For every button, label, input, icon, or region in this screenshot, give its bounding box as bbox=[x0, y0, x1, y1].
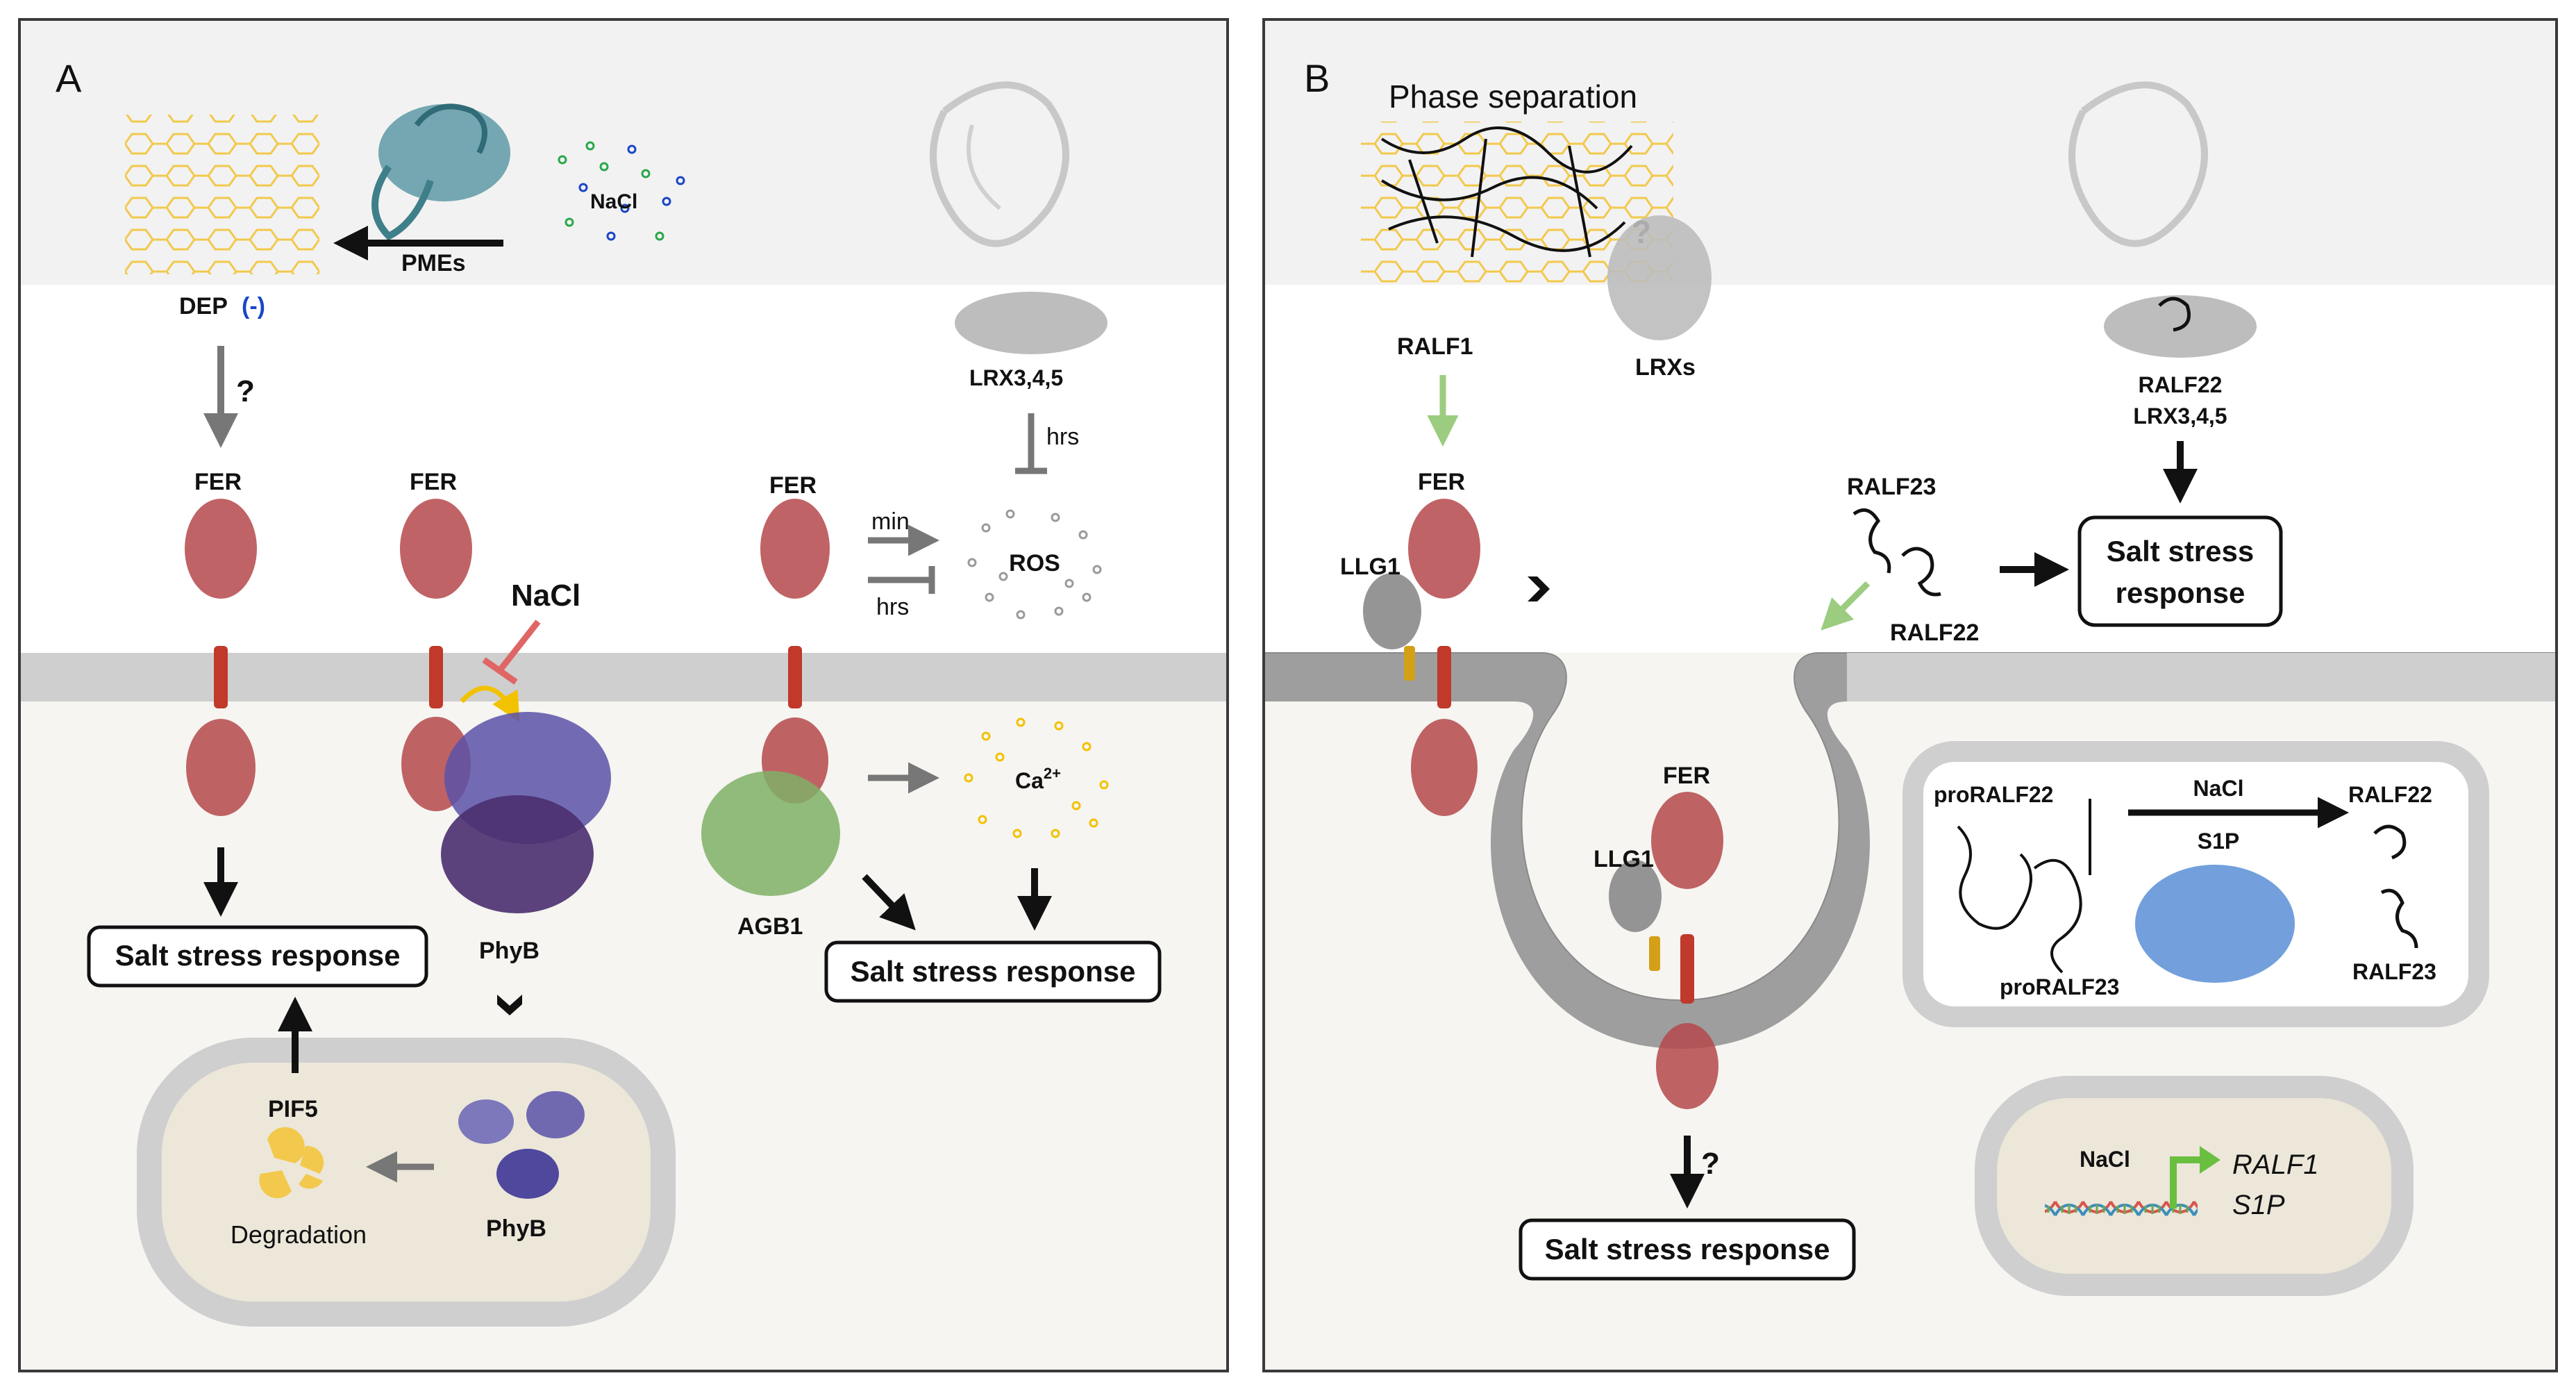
nacl-label: NaCl bbox=[511, 579, 580, 613]
pme-protein-icon bbox=[371, 103, 510, 241]
calcium-label: Ca2+ bbox=[1015, 765, 1061, 793]
nacl-wall-label: NaCl bbox=[590, 190, 637, 213]
endocytosis-chevron-icon bbox=[1528, 576, 1550, 601]
panel-b: B Phase separation ? RALF1 LRXs RALF22 L… bbox=[1262, 18, 2558, 1372]
pmes-label: PMEs bbox=[401, 250, 466, 276]
phyb-nucleus-icon bbox=[458, 1091, 585, 1199]
llg1-endo-protein bbox=[1609, 860, 1662, 971]
s1p-protease bbox=[2135, 865, 2295, 983]
proralf22-label: proRALF22 bbox=[1934, 782, 2053, 807]
nacl-inhibit-bar bbox=[482, 657, 518, 685]
proralf23-peptide-icon bbox=[2033, 799, 2091, 974]
nacl-gene-label: NaCl bbox=[2080, 1147, 2130, 1172]
agb1-output-arrow bbox=[862, 874, 916, 931]
ralf23-label: RALF23 bbox=[1847, 474, 1936, 500]
salt-stress-label-bottom: Salt stress response bbox=[1545, 1233, 1830, 1265]
proralf22-peptide-icon bbox=[1957, 825, 2032, 930]
phyb-label: PhyB bbox=[479, 938, 540, 964]
nacl-inhibit-line bbox=[497, 620, 541, 672]
fer-label-3: FER bbox=[769, 472, 817, 499]
salt-stress-b-line-1: Salt stress bbox=[2107, 535, 2254, 567]
fer-endo-label: FER bbox=[1663, 763, 1710, 789]
min-label: min bbox=[871, 508, 910, 535]
lrx-label: LRX3,4,5 bbox=[969, 365, 1063, 390]
ralf22-processed-icon bbox=[2373, 824, 2407, 860]
lrx-protein-icon bbox=[930, 81, 1107, 354]
fer-receptor-b bbox=[1408, 499, 1480, 816]
plasma-membrane bbox=[19, 653, 1228, 701]
hrs-top-label: hrs bbox=[1046, 424, 1079, 450]
lrxs-protein-icon bbox=[1607, 215, 1712, 340]
dep-question: ? bbox=[236, 374, 255, 408]
lrx-ralf22-complex-icon bbox=[2068, 81, 2257, 358]
pif5-degradation-icon bbox=[259, 1127, 324, 1199]
ros-dots-icon bbox=[967, 509, 1102, 620]
panel-a-letter: A bbox=[56, 56, 82, 100]
dep-label: DEP bbox=[179, 293, 228, 319]
salt-stress-b-line-2: response bbox=[2116, 576, 2245, 609]
ralf1-network-icon bbox=[1380, 126, 1633, 258]
ralf-to-endocytosis-arrow bbox=[1821, 581, 1871, 631]
s1p-label: S1P bbox=[2198, 829, 2239, 854]
pif5-label: PIF5 bbox=[268, 1096, 318, 1122]
apoplast-zone-b bbox=[1264, 285, 2557, 653]
nucleus-a bbox=[137, 1038, 676, 1327]
salt-stress-label-right: Salt stress response bbox=[851, 955, 1136, 988]
ralf1-label: RALF1 bbox=[1397, 333, 1473, 360]
hrs-label: hrs bbox=[876, 594, 909, 620]
endo-question-label: ? bbox=[1701, 1147, 1720, 1181]
ralf23-peptide-icon bbox=[1852, 508, 1891, 574]
nacl-processing-label: NaCl bbox=[2193, 776, 2244, 801]
phyb-chevron-icon bbox=[497, 995, 522, 1015]
ralf22-processed-label: RALF22 bbox=[2348, 782, 2432, 807]
salt-stress-label-left: Salt stress response bbox=[115, 939, 401, 972]
ralf23-processed-icon bbox=[2380, 888, 2418, 949]
phyb-nucleus-label: PhyB bbox=[486, 1215, 546, 1242]
salt-stress-box-b bbox=[2077, 515, 2283, 627]
panel-b-letter: B bbox=[1304, 56, 1330, 100]
proralf23-label: proRALF23 bbox=[2000, 974, 2119, 999]
fer-receptor-1 bbox=[185, 499, 257, 816]
panel-a: A NaCl PMEs DEP (-) bbox=[18, 18, 1229, 1372]
lrxs-label: LRXs bbox=[1635, 354, 1696, 381]
nacl-ions-icon bbox=[558, 141, 685, 241]
ralf22-peptide-icon bbox=[1901, 547, 1941, 597]
fer-label-1: FER bbox=[194, 469, 242, 495]
pectin-lattice-icon bbox=[125, 115, 319, 274]
llg1-label: LLG1 bbox=[1340, 554, 1400, 580]
fer-label-2: FER bbox=[410, 469, 457, 495]
salt-stress-box-right bbox=[824, 940, 1162, 1003]
transcription-arrow-icon bbox=[2170, 1156, 2201, 1209]
fer-phyb-yellow-arrow bbox=[460, 686, 520, 722]
gene-s1p-label: S1P bbox=[2232, 1190, 2285, 1220]
calcium-dots-icon bbox=[964, 717, 1109, 838]
nucleus-b bbox=[1975, 1076, 2414, 1296]
ralf22-lrx-label-1: RALF22 bbox=[2139, 372, 2223, 397]
dep-charge-label: (-) bbox=[242, 293, 265, 319]
salt-stress-box-bottom bbox=[1519, 1218, 1856, 1281]
ros-label: ROS bbox=[1009, 550, 1060, 576]
agb1-label: AGB1 bbox=[737, 913, 803, 940]
ralf23-processed-label: RALF23 bbox=[2352, 959, 2436, 984]
llg1-endo-label: LLG1 bbox=[1594, 846, 1654, 872]
ralf22-label: RALF22 bbox=[1890, 620, 1979, 646]
llg1-protein bbox=[1363, 573, 1421, 681]
ralf22-lrx-label-2: LRX3,4,5 bbox=[2133, 404, 2227, 429]
phase-separation-label: Phase separation bbox=[1389, 78, 1637, 115]
agb1-protein bbox=[701, 771, 840, 896]
phyb-protein bbox=[441, 712, 611, 913]
fer-label-b: FER bbox=[1418, 469, 1465, 495]
fer-receptor-endo bbox=[1651, 792, 1723, 1109]
gene-ralf1-label: RALF1 bbox=[2232, 1149, 2319, 1180]
degradation-label: Degradation bbox=[231, 1220, 367, 1249]
salt-stress-box-left bbox=[87, 925, 428, 988]
